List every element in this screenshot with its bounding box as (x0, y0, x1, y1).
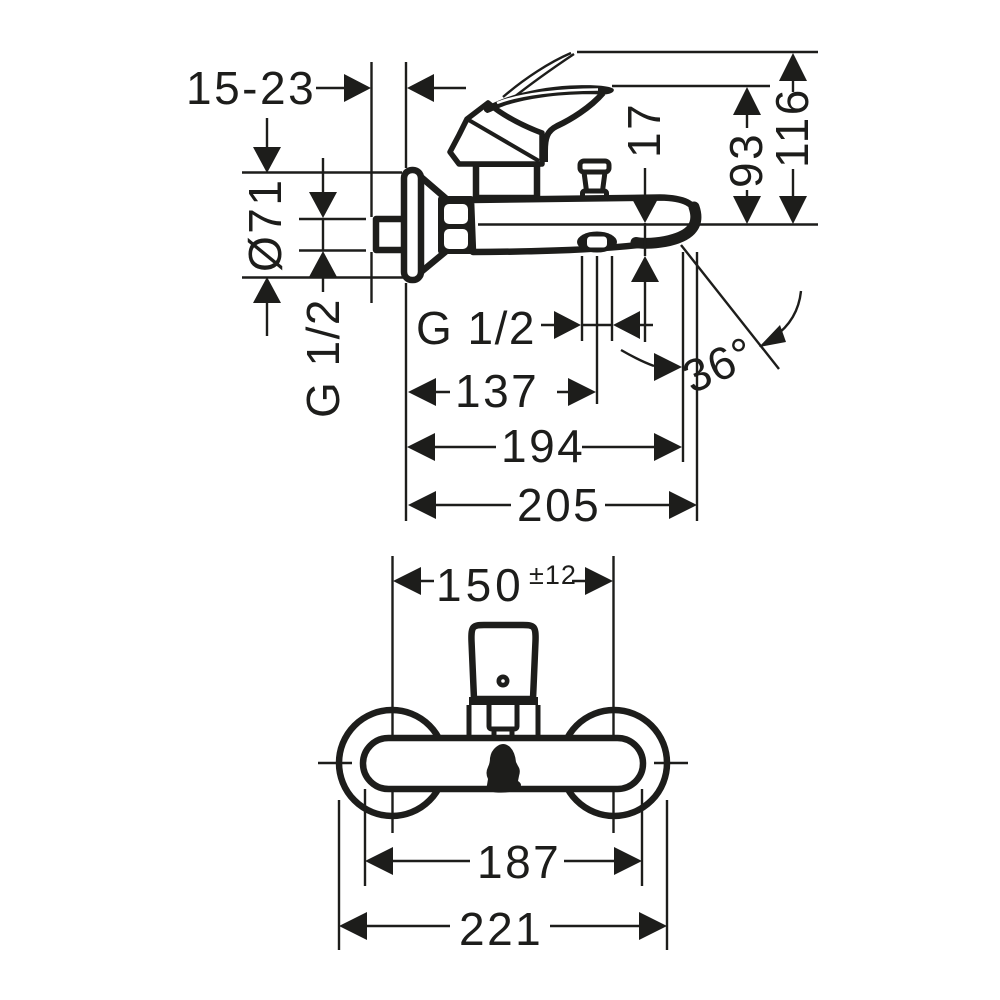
dim-connection-spacing: 150 ±12 (393, 559, 613, 611)
side-view: 15-23 Ø71 G 1/2 17 (186, 50, 818, 531)
cartridge-housing (472, 159, 541, 202)
dim-aerator-drop: 17 (618, 102, 670, 342)
dim-label: G 1/2 (416, 302, 536, 354)
dim-label: 116 (766, 87, 818, 168)
connection-block (438, 196, 474, 254)
dim-aerator-distance: 137 (408, 365, 596, 417)
dim-label: 15-23 (186, 62, 316, 114)
dim-lever-height: 93 (612, 84, 772, 224)
dim-tolerance: ±12 (529, 560, 577, 590)
dim-overall-width: 221 (337, 800, 669, 955)
dim-escutcheon-diameter: Ø71 (239, 118, 403, 336)
handle-neck (542, 90, 606, 162)
aerator (577, 231, 617, 253)
dim-label: 194 (501, 420, 585, 472)
dim-label: 17 (618, 102, 670, 158)
lever-handle (447, 51, 614, 167)
diverter-knob (577, 158, 612, 201)
dim-label: Ø71 (239, 178, 291, 272)
dim-spout-reach: 194 (407, 252, 685, 472)
dim-label: 36° (675, 326, 762, 403)
spout-tip (630, 201, 702, 249)
dim-label: 137 (455, 365, 539, 417)
dim-label: 93 (720, 132, 772, 188)
dim-spout-thread: G 1/2 (416, 256, 653, 404)
dim-label: 221 (459, 903, 543, 955)
dim-label: G 1/2 (297, 298, 349, 418)
dim-wall-thread: G 1/2 (297, 158, 366, 418)
dim-label: 187 (477, 836, 561, 888)
handle-top-view (466, 621, 541, 740)
dim-total-projection: 205 (404, 252, 699, 531)
spout-front-view (486, 744, 521, 793)
lever-blade (483, 85, 614, 113)
front-view: 150 ±12 187 221 (318, 556, 688, 955)
dim-body-width: 187 (363, 789, 644, 888)
dim-lever-height-raised: 116 (577, 50, 818, 224)
dim-label: 205 (517, 479, 601, 531)
dim-label: 150 (436, 559, 525, 611)
